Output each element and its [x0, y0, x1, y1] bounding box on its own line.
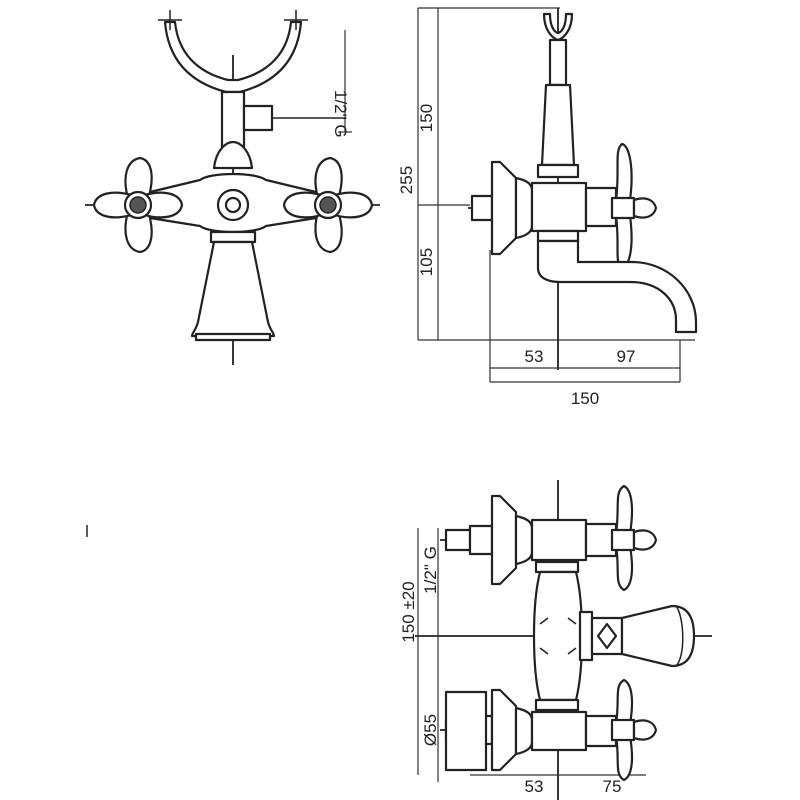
- side-hook-neck: [548, 38, 568, 87]
- side-spout: [536, 239, 698, 334]
- top-rosette-outline: [444, 690, 488, 772]
- spout-outlet-rim: [194, 332, 272, 342]
- front-view: 1/2" G: [85, 10, 380, 365]
- side-hook: [542, 12, 574, 42]
- top-upper-body: [530, 518, 588, 562]
- top-upper-thread: [444, 528, 472, 552]
- side-collar: [536, 163, 580, 179]
- top-upper-cross-handle: [610, 484, 658, 592]
- hose-outlet: [242, 104, 274, 132]
- spout-front: [190, 240, 276, 338]
- side-rosette: [490, 160, 518, 256]
- shower-hook: [163, 20, 303, 94]
- side-upper-height: 150: [417, 104, 436, 132]
- side-lower-height: 105: [417, 248, 436, 276]
- top-upper-rosette: [490, 494, 518, 586]
- left-cross-handle: [92, 156, 184, 254]
- top-center-column: [532, 570, 584, 702]
- top-rosette-diameter: Ø55: [421, 714, 440, 746]
- top-view: 1/2" G 150 ±20 Ø55 53 75: [399, 480, 712, 800]
- right-cross-handle: [282, 156, 374, 254]
- side-upper-column: [540, 83, 576, 167]
- side-cross-handle: [610, 142, 658, 270]
- side-wall-nut: [470, 194, 494, 222]
- side-body: [530, 181, 588, 233]
- side-lower-collar: [536, 229, 580, 243]
- side-rosette-flare: [514, 176, 534, 240]
- top-spout-reach: 75: [603, 777, 622, 796]
- front-thread-label: 1/2" G: [331, 90, 350, 138]
- diverter-knob: [212, 140, 254, 170]
- side-spout-reach: 97: [617, 347, 636, 366]
- top-lower-cross-handle: [610, 678, 658, 782]
- top-upper-nut: [468, 524, 494, 556]
- side-total-height: 255: [397, 166, 416, 194]
- top-centers: 150 ±20: [399, 581, 418, 642]
- body-center-hole: [224, 196, 242, 214]
- top-wall-offset: 53: [525, 777, 544, 796]
- side-total-depth: 150: [571, 389, 599, 408]
- spout-collar: [209, 230, 257, 244]
- top-lower-rosette: [490, 688, 518, 772]
- side-view: 150 255 105 53 97 150: [397, 7, 698, 408]
- side-wall-offset: 53: [525, 347, 544, 366]
- top-thread-label: 1/2" G: [421, 546, 440, 594]
- top-lower-body: [530, 710, 588, 752]
